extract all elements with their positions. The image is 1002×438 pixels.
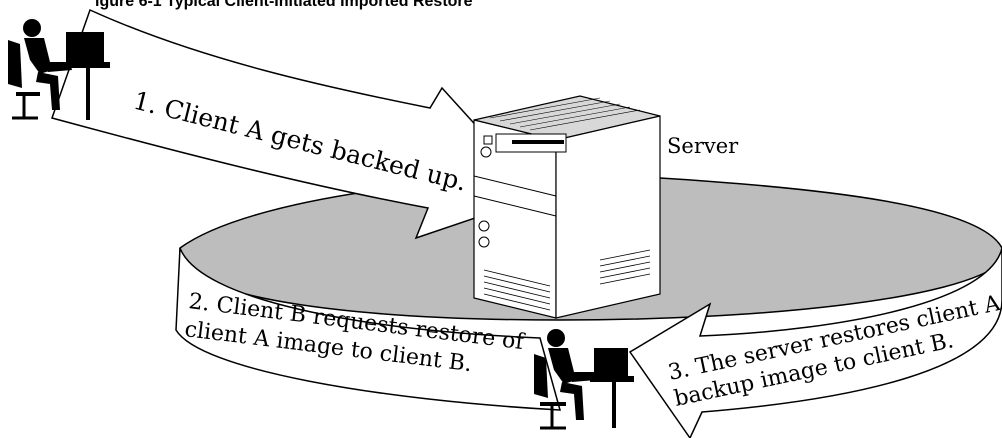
step3-arrow (628, 247, 1002, 438)
ring-band-left (175, 247, 562, 411)
figure-caption: igure 6-1 Typical Client-Initiated Impor… (95, 0, 473, 10)
client-a-workstation-icon (8, 19, 110, 120)
client-b-workstation-icon (534, 329, 634, 430)
server-tower-icon (473, 95, 661, 319)
step1-arrow (51, 8, 542, 240)
server-label: Server (667, 134, 739, 158)
